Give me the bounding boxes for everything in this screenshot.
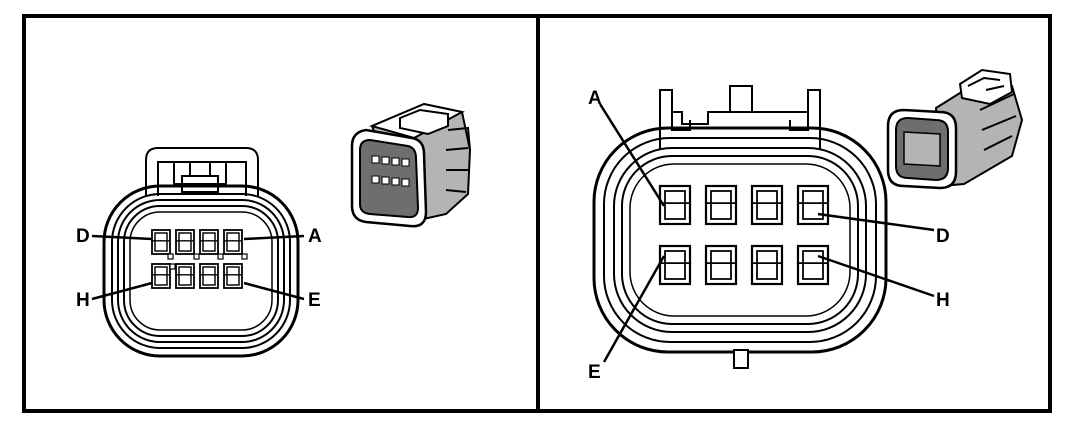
right-latch-profile-inner <box>671 112 809 131</box>
left-cavity-inner <box>154 266 168 286</box>
right-pin-labels: A D E H <box>588 88 950 383</box>
male-3d-latch-detail <box>967 76 1005 91</box>
left-latch-lever <box>173 161 227 185</box>
left-body-outline-4 <box>123 205 279 337</box>
leader-line-left-a <box>243 234 305 241</box>
right-latch-profile <box>659 89 821 150</box>
left-cavity-inner <box>226 266 240 286</box>
female-3d-latch <box>399 108 449 136</box>
left-pin-labels: D A H E <box>76 226 322 311</box>
pin-label-left-top-right: A <box>308 226 322 247</box>
right-cavity-inner <box>710 190 732 220</box>
left-cavity <box>223 229 243 255</box>
left-cavity-inner <box>202 266 216 286</box>
left-body-outline-2 <box>111 193 291 349</box>
left-connector-face <box>102 147 300 358</box>
left-cavity <box>151 263 171 289</box>
left-body-outline-1 <box>102 184 300 358</box>
right-cavity-inner <box>664 250 686 280</box>
right-cavity-inner <box>802 190 824 220</box>
right-body-outline-5 <box>629 163 851 317</box>
right-bottom-key <box>733 349 749 369</box>
right-body-outline-3 <box>613 147 867 333</box>
left-cavity <box>175 263 195 289</box>
leader-line-right-e <box>602 255 666 363</box>
right-cavity-inner <box>756 250 778 280</box>
male-3d-shroud <box>903 131 941 167</box>
right-connector-face <box>592 85 888 369</box>
left-cavity <box>175 229 195 255</box>
female-connector-3d-icon <box>350 102 472 228</box>
left-pin-cavities <box>151 229 248 289</box>
leader-line-right-a <box>598 103 666 207</box>
leader-line-left-d <box>91 234 153 241</box>
leader-line-right-h <box>817 254 935 298</box>
right-body-outline-2 <box>603 137 877 343</box>
left-cavity-inner <box>178 266 192 286</box>
right-cavity-inner <box>756 190 778 220</box>
leader-line-left-e <box>243 281 305 301</box>
left-latch-lever-inner <box>181 175 219 193</box>
left-body-outline-3 <box>117 199 285 343</box>
left-locator-dot <box>193 253 200 260</box>
left-cavity <box>199 229 219 255</box>
pin-label-right-top-left: A <box>588 88 602 109</box>
pin-label-right-top-right: D <box>936 226 950 247</box>
left-cavity <box>151 229 171 255</box>
left-locator-dot <box>217 253 224 260</box>
left-cavity-inner <box>178 232 192 252</box>
pin-label-right-bottom-right: H <box>936 290 950 311</box>
right-cavity-inner <box>710 250 732 280</box>
male-connector-3d-icon <box>886 68 1024 190</box>
left-cavity-inner <box>202 232 216 252</box>
pin-label-left-bottom-right: E <box>308 290 321 311</box>
right-latch-post <box>729 85 753 113</box>
right-cavity-inner <box>802 250 824 280</box>
pin-label-left-top-left: D <box>76 226 90 247</box>
left-cavity-inner <box>226 232 240 252</box>
male-3d-top-latch <box>958 68 1014 106</box>
right-panel <box>592 85 935 369</box>
left-cavity-inner <box>154 232 168 252</box>
right-body-outline-4 <box>621 155 859 325</box>
left-cavity <box>223 263 243 289</box>
leader-line-right-d <box>817 212 935 232</box>
left-body-outline-5 <box>129 211 273 331</box>
left-locator-dot <box>167 253 174 260</box>
pin-label-left-bottom-left: H <box>76 290 90 311</box>
female-3d-side-ribs <box>445 126 471 193</box>
left-latch-housing <box>145 147 259 196</box>
right-body-outline-1 <box>592 126 888 354</box>
left-latch-inner <box>157 161 247 196</box>
left-panel <box>91 147 305 358</box>
left-cavity <box>199 263 219 289</box>
left-locator-dot <box>169 263 176 270</box>
right-pin-cavities <box>658 184 830 286</box>
right-cavity-inner <box>664 190 686 220</box>
female-3d-cavities <box>371 155 410 187</box>
pin-label-right-bottom-left: E <box>588 362 601 383</box>
male-3d-ribs <box>979 93 1017 151</box>
leader-line-left-h <box>91 281 153 301</box>
left-locator-dot <box>241 253 248 260</box>
